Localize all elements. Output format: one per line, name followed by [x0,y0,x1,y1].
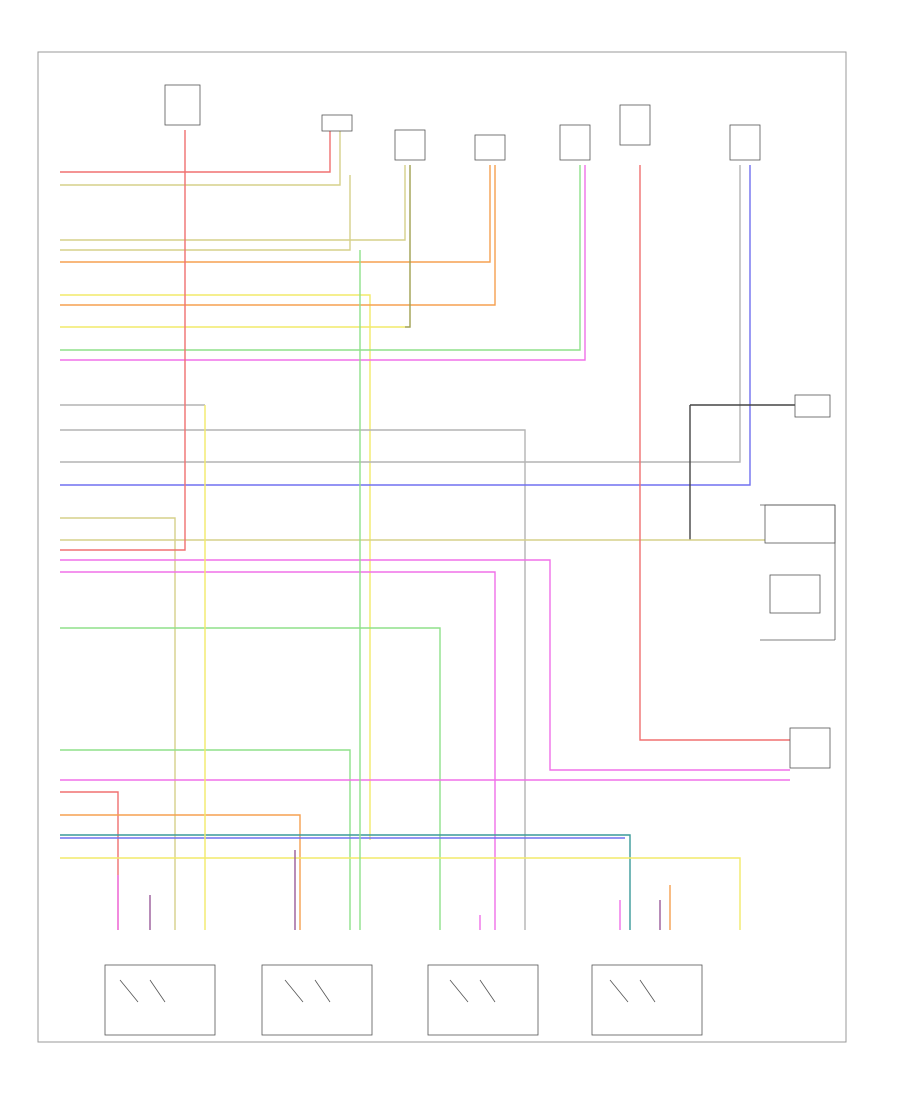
top-left-fuse-box [164,84,201,126]
bottom-switch-1 [104,964,216,1036]
upper-fuse-box [619,104,651,146]
wire-tan-4 [60,517,176,930]
wire-red-1 [60,130,331,173]
wire-red-2 [60,130,186,551]
wire-grey-2 [60,429,526,930]
wire-layer [60,130,800,930]
switch-contact-1a [119,979,139,1003]
switch-contact-3a [449,979,469,1003]
upper-component-4 [559,124,591,161]
switch-contact-1b [149,979,166,1003]
wire-orange-1 [60,165,491,263]
component-layer [104,84,836,1036]
wire-olive-1 [405,165,411,328]
right-switch-3 [769,574,821,614]
wire-teal-1 [60,834,631,930]
wire-green-1 [60,165,581,351]
switch-contact-2a [284,979,304,1003]
wire-blue-1 [60,165,751,486]
switch-contact-4a [609,979,629,1003]
upper-component-3 [474,134,506,161]
wire-red-4 [639,165,790,741]
wire-red-3 [60,791,119,930]
right-switch-4 [789,727,831,769]
wire-pink-2 [60,559,790,771]
upper-component-2 [394,129,426,161]
right-switch-1 [794,394,831,418]
wire-yellow-3 [60,857,741,930]
upper-component-6 [729,124,761,161]
wire-grey-3 [60,165,741,463]
switch-contact-4b [639,979,656,1003]
wire-green-3 [60,749,351,930]
wire-orange-3 [60,814,301,930]
bottom-switch-4 [591,964,703,1036]
wire-tan-1 [60,130,341,186]
bottom-switch-3 [427,964,539,1036]
wire-green-2 [60,627,441,930]
diagram-border [37,51,847,1043]
right-switch-2 [764,504,836,544]
wire-tan-2 [60,165,406,241]
memory-module-connector [321,114,353,132]
switch-contact-2b [314,979,331,1003]
wire-yellow-1 [60,294,371,840]
wire-pink-1 [60,165,586,361]
wire-tan-3 [60,175,351,251]
wire-orange-2 [60,165,496,306]
bottom-switch-2 [261,964,373,1036]
wire-pink-3 [60,571,496,930]
switch-contact-3b [479,979,496,1003]
